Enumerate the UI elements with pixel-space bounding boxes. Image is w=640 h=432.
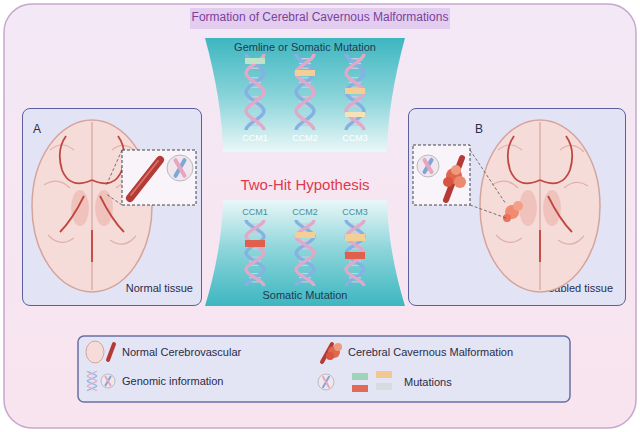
gene-label: CCM1 <box>230 207 280 217</box>
gene-label: CCM3 <box>330 207 380 217</box>
tissue-panel: B Disabled tissue <box>408 108 626 306</box>
legend-text: Cerebral Cavernous Malformation <box>348 346 513 359</box>
brain-lesion <box>480 120 600 292</box>
panel-label: Gemline or Somatic Mutation <box>205 41 405 54</box>
panel-letter: B <box>475 123 483 137</box>
panel-label: Normal tissue <box>126 282 193 295</box>
panel-label: Somatic Mutation <box>205 289 405 302</box>
panel-label: Disabled tissue <box>538 282 613 295</box>
title: Formation of Cerebral Cavernous Malforma… <box>190 11 450 25</box>
gene-label: CCM1 <box>230 133 280 143</box>
gene-label: CCM3 <box>330 133 380 143</box>
legend-text: Normal Cerebrovascular <box>122 346 241 359</box>
gene-label: CCM2 <box>280 207 330 217</box>
legend-box <box>78 336 570 402</box>
legend-text: Genomic information <box>122 375 224 388</box>
brain-normal <box>32 120 152 292</box>
panel-letter: A <box>33 123 41 137</box>
gene-label: CCM2 <box>280 133 330 143</box>
legend-text: Mutations <box>404 376 452 389</box>
tissue-panel: A Normal tissue <box>22 108 202 306</box>
hypothesis-label: Two-Hit Hypothesis <box>205 176 405 193</box>
